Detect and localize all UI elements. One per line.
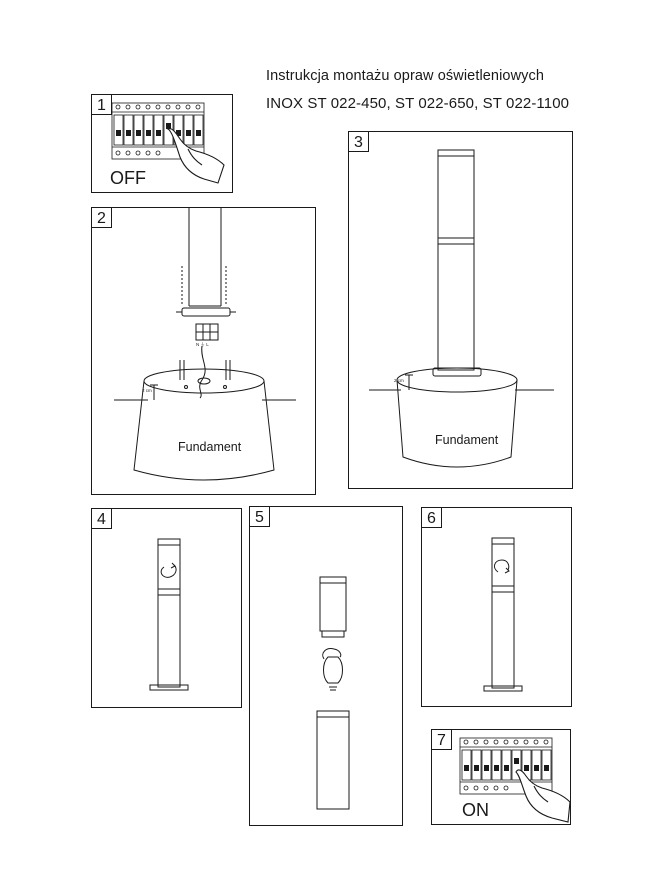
on-label: ON <box>462 800 489 820</box>
off-label: OFF <box>110 168 146 188</box>
step-2-panel: 2 N ⏚ L 2 cm Fundament <box>91 207 316 495</box>
depth-label: 2 cm <box>142 388 152 393</box>
step-number: 3 <box>349 132 369 152</box>
step-number: 5 <box>250 507 270 527</box>
step-4-panel: 4 <box>91 508 242 708</box>
bulb-replacement-illustration <box>316 576 350 810</box>
depth-label: 2 cm <box>394 378 404 383</box>
breaker-on-illustration <box>459 737 570 823</box>
instruction-title: Instrukcja montażu opraw oświetleniowych <box>266 68 545 84</box>
rotate-arrow-icon <box>494 559 510 573</box>
step-number: 4 <box>92 509 112 529</box>
step-5-panel: 5 <box>249 506 403 826</box>
step-7-panel: 7 ON <box>431 729 571 825</box>
step-number: 7 <box>432 730 452 750</box>
step-1-panel: 1 OFF <box>91 94 233 193</box>
step-number: 1 <box>92 95 112 115</box>
foundation-label: Fundament <box>178 440 242 454</box>
step-number: 6 <box>422 508 442 528</box>
step-6-panel: 6 <box>421 507 572 707</box>
bulb-icon <box>322 648 343 691</box>
close-lamp-illustration <box>483 537 523 692</box>
product-models: INOX ST 022-450, ST 022-650, ST 022-1100 <box>266 95 570 112</box>
step-3-panel: 3 2 cm Fundament <box>348 131 573 489</box>
foundation-mounting-illustration <box>114 208 296 481</box>
rotate-arrow-icon <box>160 564 177 578</box>
terminal-label: N ⏚ L <box>196 342 209 347</box>
breaker-off-illustration <box>111 102 225 184</box>
installed-lamp-illustration <box>369 149 554 468</box>
hand-icon <box>166 128 225 184</box>
step-number: 2 <box>92 208 112 228</box>
hand-icon <box>515 769 570 823</box>
open-lamp-illustration <box>149 538 189 691</box>
foundation-label: Fundament <box>435 433 499 447</box>
